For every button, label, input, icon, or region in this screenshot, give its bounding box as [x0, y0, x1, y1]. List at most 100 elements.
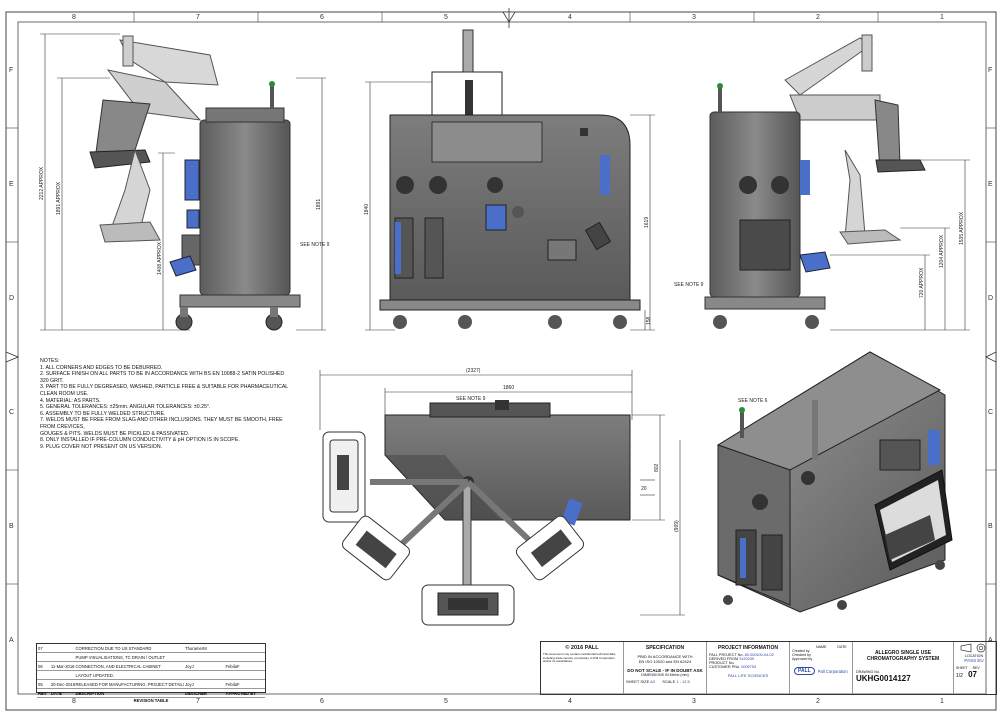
- see-note-9-right: SEE NOTE 9: [674, 282, 704, 288]
- tb-signoff-cell: NAME DATE Created by Checked by Approved…: [790, 642, 853, 694]
- note-3: 3. PART TO BE FULLY DEGREASED, WASHED, P…: [40, 384, 288, 397]
- dim-1535-approx: 1535 APPROX: [959, 211, 965, 245]
- isometric-view: [716, 351, 953, 613]
- tb-proj-title: PROJECT INFORMATION: [718, 645, 778, 651]
- tb-proj-4: 0009753: [741, 665, 757, 669]
- tb-proj-2: 3120249: [739, 657, 754, 661]
- zone-top-5: 5: [444, 14, 448, 21]
- dim-1860: 1860: [503, 385, 514, 391]
- tb-drawing-no: UKHG0014127: [856, 674, 911, 683]
- zone-bottom-3: 3: [692, 698, 696, 705]
- tb-sheet-label: SHEET: [956, 666, 968, 670]
- dim-1840: 1840: [364, 204, 370, 215]
- zone-bottom-4: 4: [568, 698, 572, 705]
- grid-ticks: [6, 12, 996, 585]
- revision-row: LAYOUT UPDATED.: [37, 671, 265, 680]
- rev-cell: 11-Mar-2018: [50, 663, 75, 669]
- tb-spec-1: PBID IN ACCORDANCE WITH: [637, 654, 693, 659]
- zone-bottom-8: 8: [72, 698, 76, 705]
- rev-header-cell: DESCRIPTION: [75, 690, 105, 696]
- dim-969: (969): [674, 520, 680, 532]
- note-7: 7. WELDS MUST BE FREE FROM SLAG AND OTHE…: [40, 417, 283, 430]
- plan-view: [319, 370, 685, 626]
- note-5: 5. GENERAL TOLERANCES: ±25mm. ANGULAR TO…: [40, 404, 211, 411]
- tb-drawing-no-label: DRAWING No.: [856, 670, 880, 674]
- tb-scale: 1 : 12.5: [676, 679, 690, 684]
- tb-spec-cell: SPECIFICATION PBID IN ACCORDANCE WITH EN…: [624, 642, 707, 694]
- note-4: 4. MATERIAL: AS PARTS.: [40, 397, 101, 404]
- tb-location-cell: LOCATION PASS EU SHEET REV 1/2 07: [954, 642, 994, 694]
- tb-approved-by: Approved by: [792, 657, 813, 661]
- rev-cell: LAYOUT UPDATED.: [75, 672, 114, 678]
- centering-marks: [5, 8, 997, 363]
- tb-rev-label: REV: [972, 666, 980, 670]
- tb-sheet-size: A2: [650, 679, 656, 684]
- tb-location: PASS EU: [964, 658, 984, 663]
- front-view-center: [365, 29, 655, 331]
- tb-copyright: © 2016 PALL: [565, 645, 599, 651]
- zone-left-C: C: [9, 409, 14, 416]
- zone-left-D: D: [9, 295, 14, 302]
- note-2: 2. SURFACE FINISH ON ALL PARTS TO BE IN …: [40, 371, 285, 384]
- side-view-right: [704, 34, 970, 331]
- rev-cell: CONNECTION, AND ELECTRICAL CABINET: [75, 663, 161, 669]
- rev-header-cell: REV: [38, 690, 47, 696]
- rev-header-cell: DATE: [50, 690, 62, 696]
- revision-table: 07 CORRECTION DUE TO US STANDARD ThuramerM…: [36, 643, 266, 703]
- zone-right-B: B: [988, 523, 993, 530]
- note-1: 1. ALL CORNERS AND EDGES TO BE DEBURRED.: [40, 364, 163, 371]
- zone-left-A: A: [9, 637, 14, 644]
- zone-top-7: 7: [196, 14, 200, 21]
- dim-1891-approx: 1891 APPROX: [56, 181, 62, 215]
- drawing-notes: NOTES: 1. ALL CORNERS AND EDGES TO BE DE…: [40, 358, 290, 450]
- tb-spec-title: SPECIFICATION: [645, 645, 685, 651]
- side-view-left: [40, 33, 326, 331]
- zone-bottom-6: 6: [320, 698, 324, 705]
- zone-bottom-7: 7: [196, 698, 200, 705]
- dim-1619: 1619: [644, 217, 650, 228]
- rev-cell: FebilaF: [225, 681, 240, 687]
- zone-top-4: 4: [568, 14, 572, 21]
- zone-top-3: 3: [692, 14, 696, 21]
- tb-confidential: This document may contain confidential t…: [543, 652, 616, 664]
- tb-sheet-size-label: SHEET SIZE: [626, 679, 650, 684]
- tb-life-sciences: PALL LIFE SCIENCES: [727, 673, 769, 678]
- rev-cell: 06: [38, 663, 43, 669]
- tb-copyright-cell: © 2016 PALL This document may contain co…: [541, 642, 624, 694]
- rev-header-cell: DESIGNER: [185, 690, 207, 696]
- tb-location-label: LOCATION: [964, 654, 984, 658]
- see-note-9-plan: SEE NOTE 9: [456, 396, 486, 402]
- projection-symbol-icon: [960, 643, 986, 653]
- rev-cell: ThuramerM: [185, 645, 207, 651]
- dim-158: 158: [646, 316, 652, 325]
- tb-checked-by: Checked by: [792, 653, 811, 657]
- tb-scale-label: SCALE: [662, 679, 676, 684]
- rev-cell: JoyJ: [185, 681, 194, 687]
- dim-2327: (2327): [466, 368, 481, 374]
- zone-left-F: F: [9, 67, 13, 74]
- tb-sheet: 1/2: [956, 673, 963, 679]
- see-note-9-left: SEE NOTE 9: [300, 242, 330, 248]
- tb-proj-1: 80-000100-04-02: [744, 653, 774, 657]
- rev-cell: 07: [38, 645, 43, 651]
- sheet-border-inner: [17, 21, 987, 695]
- tb-project-cell: PROJECT INFORMATION PALL PROJECT No. 80-…: [707, 642, 790, 694]
- zone-left-E: E: [9, 181, 14, 188]
- tb-company: Pall Corporation: [817, 668, 848, 674]
- zone-top-8: 8: [72, 14, 76, 21]
- note-6: 6. ASSEMBLY TO BE FULLY WELDED STRUCTURE…: [40, 410, 166, 417]
- zone-bottom-1: 1: [940, 698, 944, 705]
- revision-row: 07 CORRECTION DUE TO US STANDARD ThuramerM: [37, 644, 265, 653]
- tb-name-label: NAME: [816, 645, 827, 649]
- tb-spec-4: DIMENSIONS IN Metric (mm): [641, 673, 689, 677]
- tb-rev: 07: [968, 670, 977, 679]
- rev-cell: CORRECTION DUE TO US STANDARD: [75, 645, 152, 651]
- title-block: © 2016 PALL This document may contain co…: [540, 641, 997, 695]
- rev-cell: RELEASED FOR MANUFACTURING. PROJECT DETA…: [75, 681, 185, 687]
- dim-720-approx: 720 APPROX: [919, 267, 925, 298]
- zone-top-2: 2: [816, 14, 820, 21]
